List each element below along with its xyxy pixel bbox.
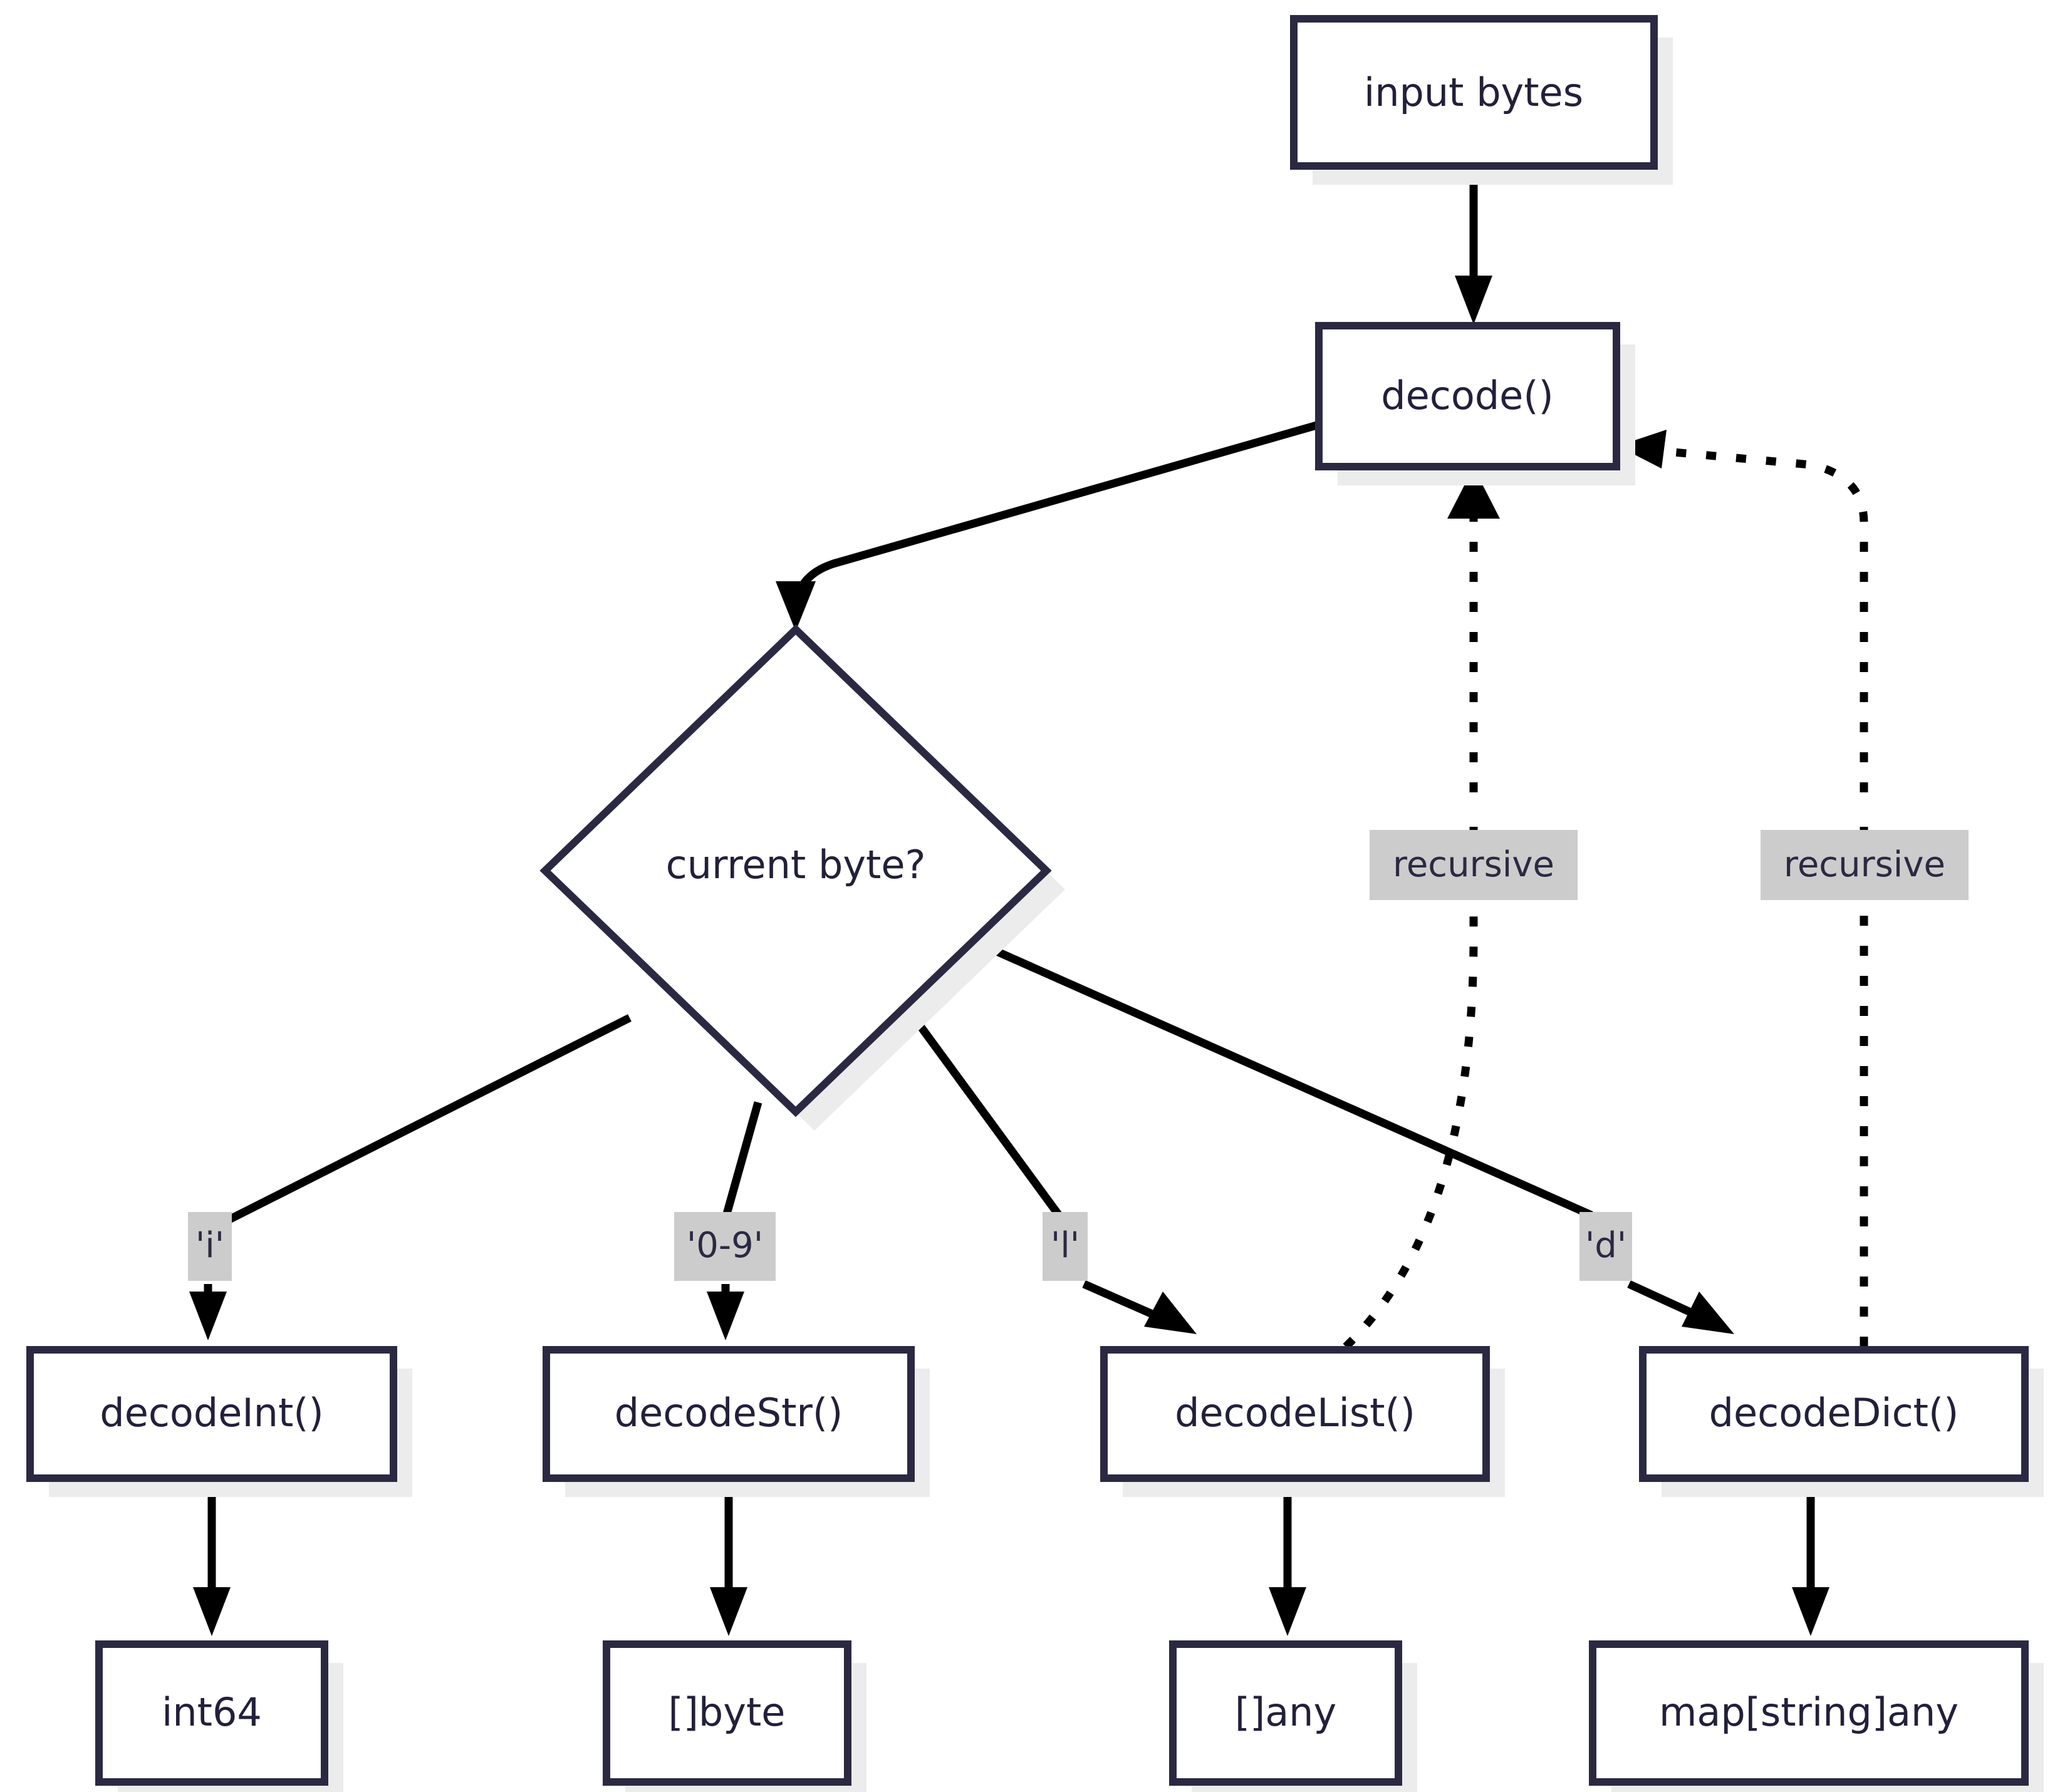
- node-border: [539, 624, 1052, 1117]
- arrowhead-icon: [1682, 1292, 1734, 1334]
- node-label: current byte?: [666, 842, 926, 888]
- arrowhead-icon: [1792, 1587, 1829, 1636]
- edge-layer: [189, 166, 1868, 1636]
- node-border: [26, 1346, 397, 1482]
- node-border: [95, 1640, 328, 1786]
- arrowhead-icon: [1618, 430, 1667, 469]
- edge-line-upper: [1660, 447, 1868, 792]
- edge-switch-to-decodelist: [906, 1009, 1197, 1334]
- node-label: decodeDict(): [1709, 1390, 1959, 1436]
- edge-label-text: recursive: [1784, 844, 1945, 885]
- edge-input-to-decode: [1455, 166, 1492, 324]
- node-label: int64: [162, 1689, 262, 1735]
- edge-decodeint-to-int64: [193, 1478, 231, 1636]
- node-int64[interactable]: int64: [95, 1640, 343, 1792]
- edge-label-background: [674, 1212, 776, 1281]
- node-decodestr[interactable]: decodeStr(): [543, 1346, 930, 1497]
- arrowhead-icon: [710, 1587, 747, 1636]
- edge-line: [1343, 827, 1478, 1350]
- arrowhead-icon: [1455, 276, 1492, 324]
- edge-label-background: [188, 1212, 232, 1281]
- edge-decodedict-to-map: [1792, 1478, 1829, 1636]
- node-label: decodeInt(): [100, 1390, 323, 1436]
- node-input-bytes[interactable]: input bytes: [1290, 15, 1673, 185]
- node-border: [1290, 15, 1658, 170]
- node-label: []any: [1235, 1689, 1336, 1735]
- edge-label-d: 'd': [1579, 1212, 1632, 1281]
- node-label: decode(): [1381, 373, 1553, 418]
- edge-switch-to-decodestr: [707, 1101, 762, 1340]
- edge-switch-to-decodedict: [968, 936, 1734, 1334]
- edge-line: [211, 1014, 632, 1231]
- edge-label-text: 'd': [1585, 1225, 1626, 1266]
- edge-label-recursive-dict: recursive: [1761, 830, 1969, 900]
- edge-label-background: [1579, 1212, 1632, 1281]
- node-layer: input bytes decode() current byte? decod…: [26, 15, 2044, 1792]
- arrowhead-icon: [193, 1587, 231, 1636]
- node-border: [1169, 1640, 1402, 1786]
- arrowhead-icon: [189, 1292, 227, 1340]
- node-label: map[string]any: [1659, 1689, 1959, 1735]
- arrowhead-icon: [707, 1292, 744, 1340]
- edge-label-text: '0-9': [687, 1225, 763, 1266]
- edge-label-layer: 'i' '0-9' 'l' 'd' recursive: [188, 830, 1969, 1281]
- node-border: [1315, 322, 1620, 470]
- edge-label-text: recursive: [1393, 844, 1554, 885]
- edge-label-l: 'l': [1043, 1212, 1088, 1281]
- node-decodeint[interactable]: decodeInt(): [26, 1346, 412, 1497]
- arrowhead-icon: [1144, 1292, 1197, 1334]
- edge-line: [906, 1009, 1063, 1218]
- edge-decodestr-to-byte: [710, 1478, 747, 1636]
- node-label: input bytes: [1364, 70, 1583, 115]
- edge-label-i: 'i': [188, 1212, 232, 1281]
- node-current-byte-decision[interactable]: current byte?: [539, 624, 1065, 1131]
- edge-label-recursive-list: recursive: [1370, 830, 1578, 900]
- edge-label-digits: '0-9': [674, 1212, 776, 1281]
- edge-decodelist-to-decode-recursive: [1343, 467, 1500, 1350]
- node-decodelist[interactable]: decodeList(): [1100, 1346, 1505, 1497]
- node-label: decodeStr(): [615, 1390, 843, 1436]
- edge-switch-to-decodeint: [189, 1014, 632, 1340]
- node-decode[interactable]: decode(): [1315, 322, 1635, 485]
- node-any-slice[interactable]: []any: [1169, 1640, 1417, 1792]
- node-border: [1100, 1346, 1490, 1482]
- node-decodedict[interactable]: decodeDict(): [1639, 1346, 2044, 1497]
- arrowhead-icon: [1447, 467, 1500, 519]
- edge-line: [791, 420, 1320, 611]
- edge-label-background: [1370, 830, 1578, 900]
- edge-label-text: 'i': [195, 1225, 224, 1266]
- edge-label-background: [1043, 1212, 1088, 1281]
- node-label: []byte: [669, 1689, 786, 1735]
- edge-label-text: 'l': [1051, 1225, 1080, 1266]
- arrowhead-icon: [776, 581, 816, 631]
- node-label: decodeList(): [1175, 1390, 1415, 1436]
- edge-label-background: [1761, 830, 1969, 900]
- node-border: [1589, 1640, 2029, 1786]
- node-border: [1639, 1346, 2029, 1482]
- edge-decode-to-switch: [776, 420, 1320, 631]
- arrowhead-icon: [1269, 1587, 1306, 1636]
- node-border: [543, 1346, 915, 1482]
- node-byte-slice[interactable]: []byte: [603, 1640, 866, 1792]
- node-map-string-any[interactable]: map[string]any: [1589, 1640, 2044, 1792]
- node-border: [603, 1640, 851, 1786]
- edge-decodelist-to-any: [1269, 1478, 1306, 1636]
- edge-line: [722, 1101, 762, 1215]
- edge-line: [968, 936, 1593, 1219]
